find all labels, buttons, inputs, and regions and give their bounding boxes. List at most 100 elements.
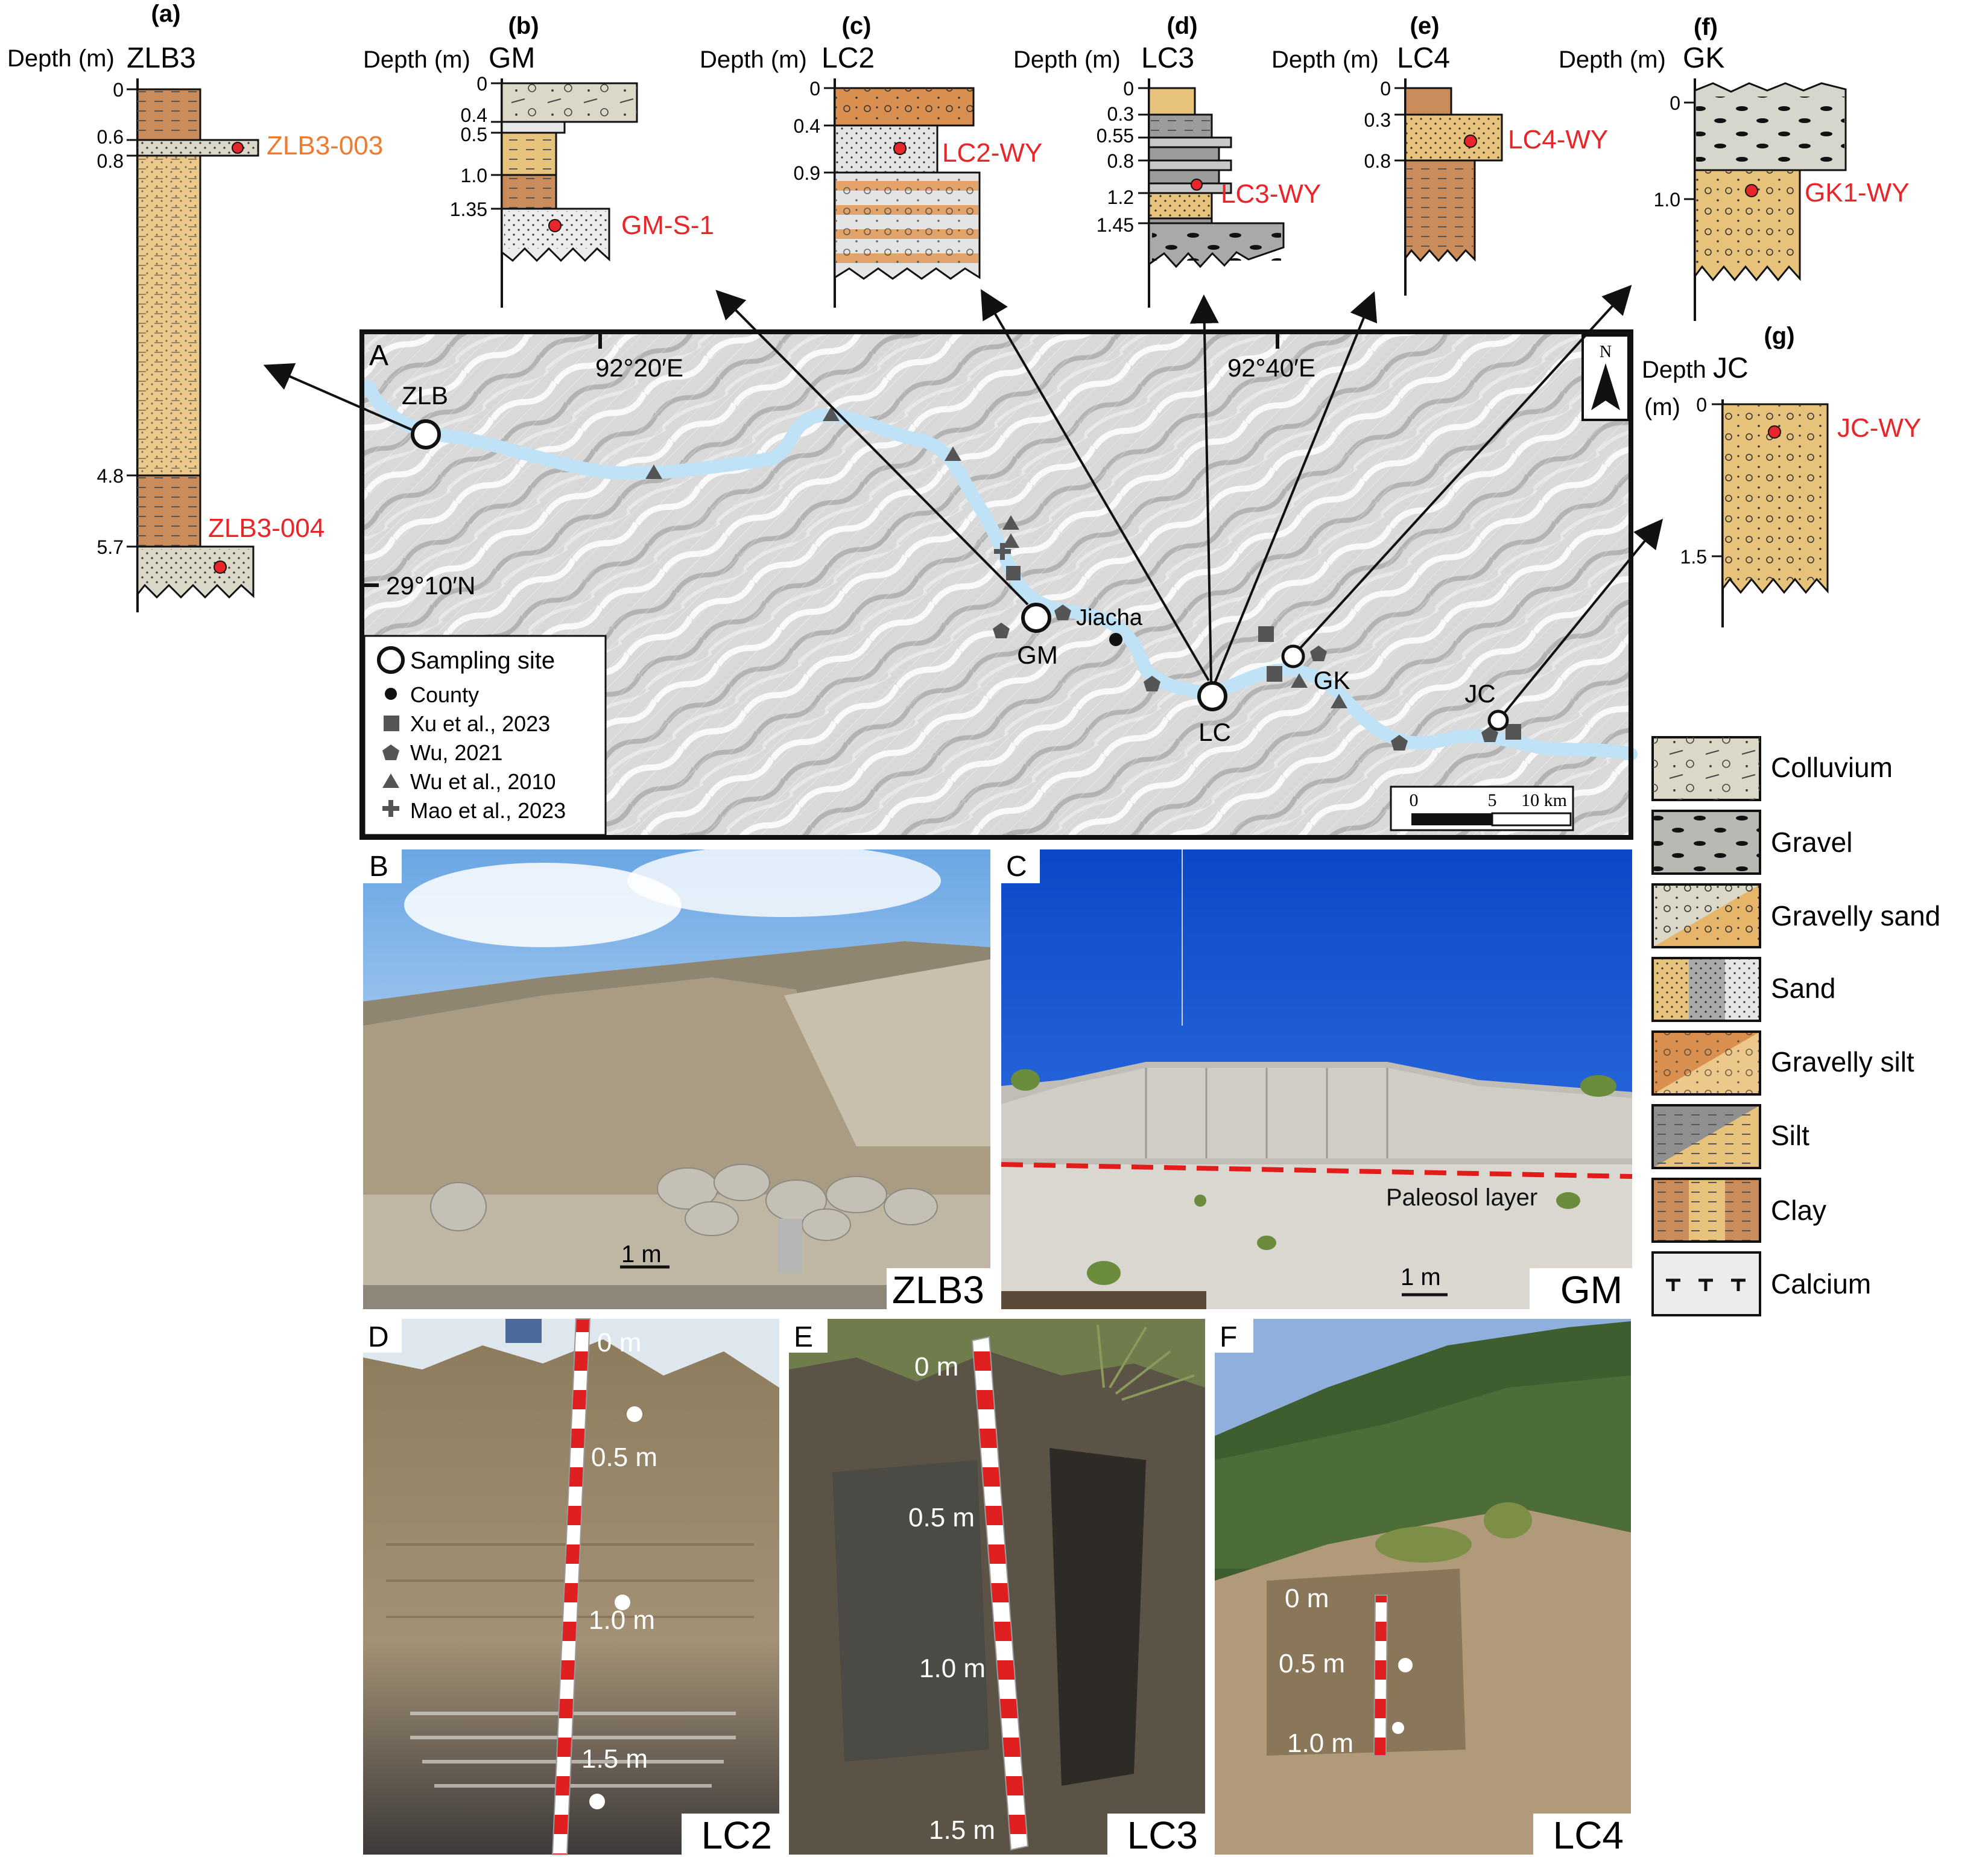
column-g-jc: (g) Depth JC (m) 0 1.5 JC-WY bbox=[1642, 323, 1921, 627]
column-c-depth-label: Depth (m) bbox=[700, 46, 807, 73]
sample-label: JC-WY bbox=[1837, 413, 1921, 443]
column-b-panel: (b) bbox=[508, 13, 539, 39]
map-legend-item: Mao et al., 2023 bbox=[410, 798, 566, 823]
lat-label: 29°10′N bbox=[386, 571, 475, 600]
photo-e-tag: LC3 bbox=[1127, 1814, 1198, 1857]
column-b-depth-label: Depth (m) bbox=[363, 46, 470, 73]
photo-c-gm: Paleosol layer 1 m C GM bbox=[1001, 849, 1633, 1312]
column-b-depth: 1.35 bbox=[450, 198, 487, 220]
column-a-depth: 0 bbox=[113, 79, 124, 101]
map-panel-label: A bbox=[369, 340, 388, 372]
photo-d-tag: LC2 bbox=[701, 1814, 772, 1857]
column-f-depth-label: Depth (m) bbox=[1559, 46, 1666, 73]
column-c-lc2: (c) Depth (m) LC2 0 0.4 0.9 LC2-WY bbox=[700, 13, 1042, 308]
map-legend-item: Xu et al., 2023 bbox=[410, 711, 550, 736]
column-f-depth: 0 bbox=[1670, 92, 1680, 114]
column-d-depth: 1.2 bbox=[1107, 186, 1134, 208]
site-label-gm: GM bbox=[1017, 641, 1058, 669]
map-panel: A 92°20′E 92°40′E 29°10′N N bbox=[359, 329, 1638, 840]
column-c-depth: 0.4 bbox=[794, 115, 820, 137]
site-label-zlb: ZLB bbox=[402, 381, 448, 410]
column-e-depth: 0.3 bbox=[1364, 109, 1391, 131]
photo-c-scale: 1 m bbox=[1401, 1264, 1441, 1290]
lithology-legend-item: Gravel bbox=[1771, 827, 1852, 858]
column-d-depth: 0.3 bbox=[1107, 103, 1134, 125]
column-d-panel: (d) bbox=[1167, 13, 1197, 39]
scale-label: 10 km bbox=[1521, 790, 1567, 810]
lithology-legend-item: Colluvium bbox=[1771, 752, 1893, 783]
scale-label: 0 bbox=[1410, 790, 1419, 810]
photo-e-mark: 1.5 m bbox=[929, 1815, 995, 1845]
column-a-depth: 5.7 bbox=[97, 536, 124, 558]
map-legend-item: Sampling site bbox=[410, 647, 555, 674]
column-b-title: GM bbox=[489, 42, 535, 74]
lithology-legend-item: Calcium bbox=[1771, 1268, 1871, 1300]
photo-d-mark: 0.5 m bbox=[591, 1443, 657, 1472]
column-g-title: JC bbox=[1713, 352, 1749, 384]
map-legend-item: County bbox=[410, 682, 479, 707]
scale-label: 5 bbox=[1488, 790, 1497, 810]
map-legend: Sampling site County Xu et al., 2023 Wu,… bbox=[363, 635, 607, 836]
lithology-legend-item: Silt bbox=[1771, 1120, 1809, 1151]
site-marker-jc bbox=[1487, 709, 1509, 731]
photo-b-zlb3: 1 m B ZLB3 bbox=[363, 845, 990, 1312]
photo-f-mark: 1.0 m bbox=[1287, 1728, 1353, 1758]
column-d-depth: 0.8 bbox=[1107, 150, 1134, 172]
sample-label: LC2-WY bbox=[942, 138, 1042, 168]
column-b-depth: 0.5 bbox=[461, 124, 487, 145]
column-g-panel: (g) bbox=[1764, 323, 1794, 349]
column-b-depth: 1.0 bbox=[461, 165, 487, 186]
column-d-depth: 1.45 bbox=[1097, 214, 1134, 236]
column-e-depth: 0.8 bbox=[1364, 150, 1391, 172]
north-label: N bbox=[1600, 343, 1612, 361]
column-c-panel: (c) bbox=[842, 13, 872, 39]
column-g-depth: 1.5 bbox=[1680, 546, 1707, 568]
column-d-title: LC3 bbox=[1141, 42, 1194, 74]
sample-label: GM-S-1 bbox=[621, 211, 714, 240]
lon-label-1: 92°20′E bbox=[595, 354, 683, 382]
photo-d-mark: 0 m bbox=[597, 1328, 641, 1357]
column-c-title: LC2 bbox=[821, 42, 875, 74]
sample-label: ZLB3-003 bbox=[267, 131, 383, 160]
column-a-depth: 4.8 bbox=[97, 465, 124, 487]
photo-f-label: F bbox=[1220, 1321, 1237, 1353]
photo-c-tag: GM bbox=[1560, 1268, 1622, 1312]
column-g-depth-label-1: Depth bbox=[1642, 357, 1706, 383]
photo-f-lc4: 0 m 0.5 m 1.0 m F LC4 bbox=[1215, 1319, 1631, 1857]
lithology-legend: Colluvium Gravel Gravelly sand Sand Grav… bbox=[1651, 736, 1940, 1316]
photo-b-tag: ZLB3 bbox=[892, 1268, 984, 1312]
map-legend-item: Wu, 2021 bbox=[410, 740, 502, 765]
column-a-depth-label: Depth (m) bbox=[7, 45, 115, 72]
lon-label-2: 92°40′E bbox=[1227, 354, 1315, 382]
column-e-depth: 0 bbox=[1380, 78, 1391, 100]
map-scale-bar: 0 5 10 km bbox=[1390, 786, 1574, 831]
site-marker-zlb bbox=[411, 419, 441, 449]
photo-c-label: C bbox=[1006, 851, 1027, 883]
sample-label: ZLB3-004 bbox=[208, 513, 324, 543]
column-a-title: ZLB3 bbox=[127, 42, 196, 74]
photo-b-label: B bbox=[369, 851, 388, 883]
column-e-panel: (e) bbox=[1410, 13, 1440, 39]
column-g-depth-label-2: (m) bbox=[1644, 394, 1680, 421]
column-a-zlb3: (a) Depth (m) ZLB3 0 0.6 0.8 4.8 5.7 ZLB… bbox=[7, 1, 383, 612]
photo-e-mark: 0 m bbox=[914, 1352, 958, 1382]
photo-f-tag: LC4 bbox=[1553, 1814, 1624, 1857]
site-label-gk: GK bbox=[1314, 666, 1350, 694]
sample-label: LC3-WY bbox=[1221, 179, 1321, 209]
column-e-title: LC4 bbox=[1397, 42, 1450, 74]
site-label-lc: LC bbox=[1198, 718, 1231, 746]
column-a-depth: 0.8 bbox=[97, 150, 124, 172]
county-label: Jiacha bbox=[1076, 605, 1143, 630]
photo-e-mark: 1.0 m bbox=[919, 1654, 986, 1683]
photo-e-mark: 0.5 m bbox=[908, 1503, 975, 1532]
site-marker-gk bbox=[1281, 644, 1305, 668]
photo-d-mark: 1.0 m bbox=[589, 1605, 655, 1635]
site-arrows bbox=[263, 285, 1664, 714]
column-d-depth: 0.55 bbox=[1097, 125, 1134, 147]
site-marker-gm bbox=[1021, 603, 1051, 633]
sample-label: GK1-WY bbox=[1805, 178, 1910, 208]
photo-c-annotation: Paleosol layer bbox=[1386, 1184, 1537, 1211]
column-c-depth: 0 bbox=[809, 78, 820, 100]
column-a-panel: (a) bbox=[151, 1, 181, 27]
site-label-jc: JC bbox=[1464, 679, 1495, 708]
